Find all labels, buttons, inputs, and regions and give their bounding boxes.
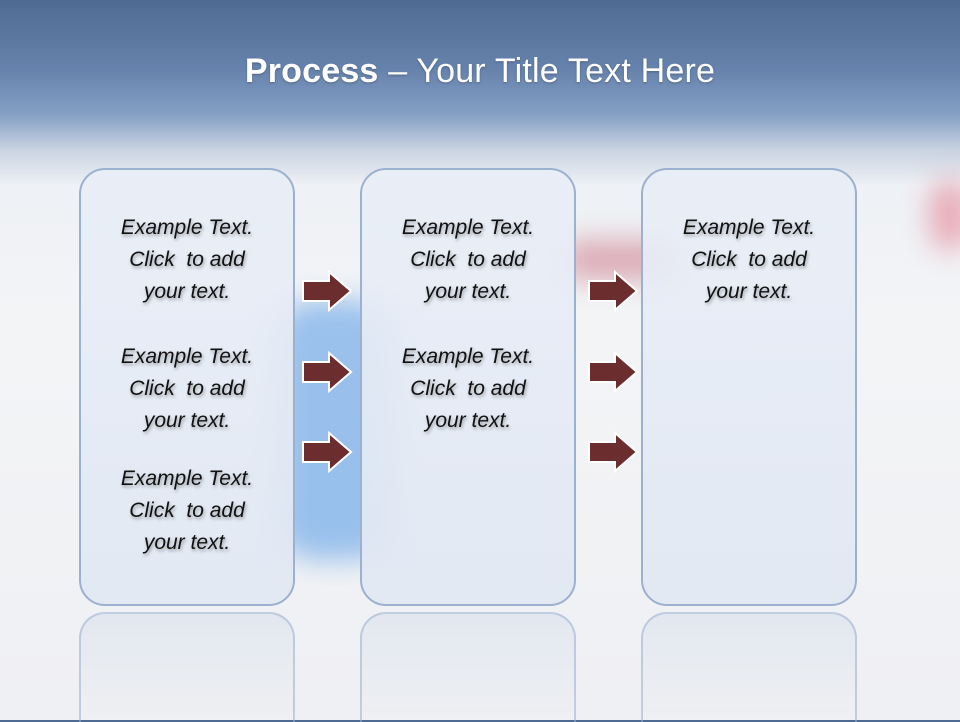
process-panel-1[interactable]: Example Text. Click to add your text. Ex… bbox=[79, 168, 295, 606]
background-blob-pink bbox=[930, 180, 960, 250]
text-line: Example Text. bbox=[120, 467, 254, 490]
text-line: your text. bbox=[143, 280, 231, 303]
right-arrow-icon[interactable] bbox=[301, 351, 353, 393]
text-line: Example Text. bbox=[401, 216, 535, 239]
process-panel-2[interactable]: Example Text. Click to add your text. Ex… bbox=[360, 168, 576, 606]
slide-title[interactable]: Process – Your Title Text Here bbox=[0, 52, 960, 91]
text-line: your text. bbox=[424, 280, 512, 303]
text-line: Example Text. bbox=[120, 216, 254, 239]
panel-reflection bbox=[641, 612, 857, 722]
right-arrow-icon[interactable] bbox=[587, 351, 639, 393]
text-line: your text. bbox=[143, 531, 231, 554]
title-bold-text: Process bbox=[244, 52, 379, 90]
text-placeholder[interactable]: Example Text. Click to add your text. bbox=[643, 212, 855, 308]
text-line: Example Text. bbox=[401, 345, 535, 368]
text-placeholder[interactable]: Example Text. Click to add your text. bbox=[81, 463, 293, 559]
panel-reflection bbox=[79, 612, 295, 722]
text-line: Click to add bbox=[129, 248, 245, 271]
text-line: your text. bbox=[424, 409, 512, 432]
right-arrow-icon[interactable] bbox=[301, 431, 353, 473]
text-line: your text. bbox=[143, 409, 231, 432]
title-rest-text: – Your Title Text Here bbox=[378, 52, 716, 90]
text-placeholder[interactable]: Example Text. Click to add your text. bbox=[362, 341, 574, 437]
text-line: Click to add bbox=[129, 377, 245, 400]
text-placeholder[interactable]: Example Text. Click to add your text. bbox=[362, 212, 574, 308]
right-arrow-icon[interactable] bbox=[587, 431, 639, 473]
text-line: Example Text. bbox=[120, 345, 254, 368]
text-line: your text. bbox=[705, 280, 793, 303]
text-placeholder[interactable]: Example Text. Click to add your text. bbox=[81, 341, 293, 437]
text-placeholder[interactable]: Example Text. Click to add your text. bbox=[81, 212, 293, 308]
right-arrow-icon[interactable] bbox=[301, 270, 353, 312]
panel-reflection bbox=[360, 612, 576, 722]
text-line: Click to add bbox=[691, 248, 807, 271]
text-line: Click to add bbox=[410, 248, 526, 271]
right-arrow-icon[interactable] bbox=[587, 270, 639, 312]
text-line: Click to add bbox=[410, 377, 526, 400]
process-panel-3[interactable]: Example Text. Click to add your text. bbox=[641, 168, 857, 606]
text-line: Example Text. bbox=[682, 216, 816, 239]
text-line: Click to add bbox=[129, 499, 245, 522]
